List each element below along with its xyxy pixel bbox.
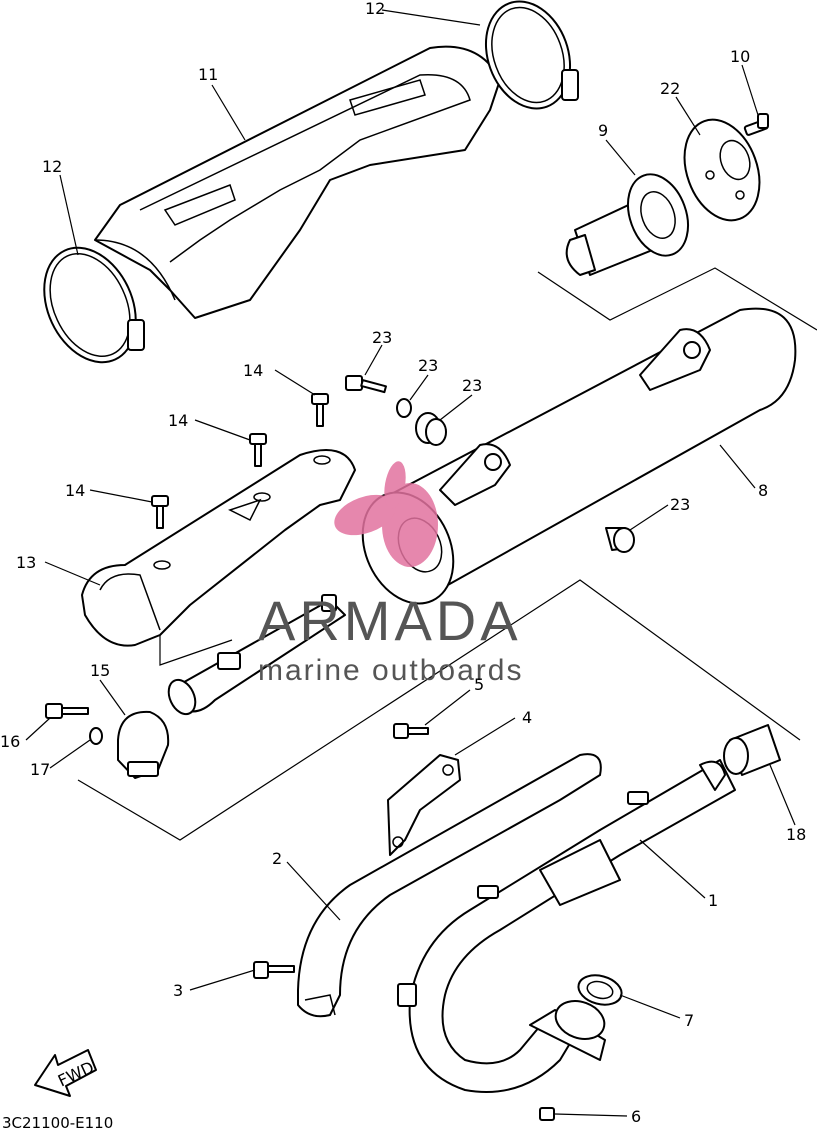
- part-11-muffler-cover: [94, 45, 501, 319]
- callout-19: 22: [660, 79, 680, 98]
- part-3-screw: [253, 961, 295, 979]
- part-9-spark-arrester: [565, 173, 689, 276]
- armada-logo-mark: [334, 461, 438, 567]
- part-10-bolt: [743, 113, 769, 136]
- callout-1: 1: [708, 891, 718, 910]
- watermark-tagline: marine outboards: [258, 654, 523, 687]
- exhaust-flange: [529, 1000, 606, 1061]
- callout-5: 5: [474, 675, 484, 694]
- callout-14-a: 14: [65, 481, 85, 500]
- part-14-bolts: [151, 393, 329, 529]
- part-12-clamp-left: [43, 246, 145, 364]
- bolt-14-b: [249, 433, 267, 467]
- callout-20: 23: [372, 328, 392, 347]
- part-16-bolt: [45, 703, 89, 719]
- callout-18: 18: [786, 825, 806, 844]
- fwd-arrow-icon: FWD: [34, 1049, 97, 1097]
- part-23-collar: [605, 527, 635, 553]
- callout-10: 10: [730, 47, 750, 66]
- callout-12-top: 12: [365, 0, 385, 18]
- part-18-joint: [723, 724, 781, 776]
- callout-13: 13: [16, 553, 36, 572]
- bolt-14-a: [151, 495, 169, 529]
- part-4-bracket: [387, 754, 461, 856]
- part-22-damper: [415, 412, 447, 446]
- callout-4: 4: [522, 708, 532, 727]
- part-12-clamp-top: [484, 0, 579, 110]
- callout-17: 17: [30, 760, 50, 779]
- callout-6: 6: [631, 1107, 641, 1126]
- bolt-14-c: [311, 393, 329, 427]
- callout-16: 16: [0, 732, 20, 751]
- callout-14-b: 14: [168, 411, 188, 430]
- callout-11: 11: [198, 65, 218, 84]
- callout-14-c: 14: [243, 361, 263, 380]
- callout-3: 3: [173, 981, 183, 1000]
- part-13-heat-protector: [81, 449, 356, 647]
- part-17-washer: [89, 727, 103, 745]
- callout-2: 2: [272, 849, 282, 868]
- part-15-clamp: [117, 710, 170, 779]
- callout-15: 15: [90, 661, 110, 680]
- part-21-washer: [396, 398, 412, 418]
- callout-22: 23: [462, 376, 482, 395]
- assembly-boundary-lines: [77, 267, 817, 841]
- part-5-bolt: [393, 723, 429, 739]
- diagram-code: 3C21100-E110: [2, 1114, 113, 1130]
- callout-23: 23: [670, 495, 690, 514]
- callout-21: 23: [418, 356, 438, 375]
- part-19-gasket: [683, 118, 761, 222]
- callout-7: 7: [684, 1011, 694, 1030]
- callout-8: 8: [758, 481, 768, 500]
- callout-9: 9: [598, 121, 608, 140]
- part-6-nut: [539, 1107, 555, 1121]
- part-20-bolt: [345, 375, 387, 394]
- callout-12-left: 12: [42, 157, 62, 176]
- callout-leaders: [25, 9, 796, 1117]
- watermark-brand: ARMADA: [258, 589, 522, 652]
- part-2-protector: [297, 753, 602, 1018]
